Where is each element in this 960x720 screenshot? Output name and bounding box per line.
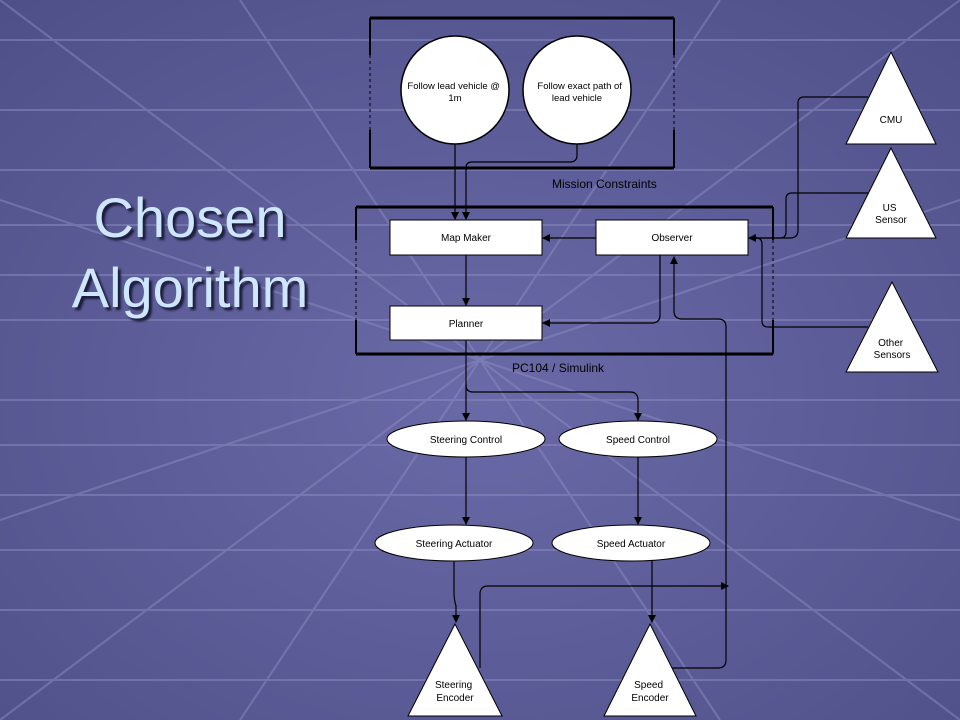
svg-text:CMU: CMU (880, 115, 903, 126)
steering-control-node: Steering Control (386, 420, 546, 458)
speed-control-node: Speed Control (558, 420, 718, 458)
connector-follow-path-to-map-maker (462, 144, 578, 220)
svg-text:Follow exact path of lea: Follow exact path of lead vehicle (537, 81, 624, 104)
connector-other-sensors-to-observer (749, 237, 868, 328)
us-sensor-node: US Sensor (845, 146, 937, 239)
svg-text:Follow lead vehicle @ 1m: Follow lead vehicle @ 1m (407, 81, 502, 104)
connector-steering-encoder-feedback (479, 582, 729, 668)
speed-encoder-node: Speed Encoder (603, 622, 697, 717)
steering-actuator-node: Steering Actuator (374, 524, 534, 562)
svg-text:Planner: Planner (449, 319, 484, 330)
connector-observer-to-planner (542, 255, 661, 327)
svg-text:Speed Control: Speed Control (606, 435, 670, 446)
pc104-simulink-group (355, 205, 774, 356)
slide-title-line-1: Chosen (93, 186, 287, 249)
svg-text:Steering Control: Steering Control (430, 435, 502, 446)
svg-text:Observer: Observer (651, 233, 693, 244)
connector-us-sensor-to-observer (749, 192, 868, 239)
connector-cmu-to-observer (748, 96, 868, 242)
cmu-sensor-node: CMU (845, 50, 937, 145)
other-sensors-node: Other Sensors (845, 280, 939, 373)
map-maker-node: Map Maker (389, 219, 543, 256)
svg-text:Speed Actuator: Speed Actuator (597, 539, 666, 550)
svg-text:Steering Actuator: Steering Actuator (416, 539, 493, 550)
svg-text:US Sensor: US Sensor (875, 203, 907, 226)
speed-actuator-node: Speed Actuator (551, 524, 711, 562)
svg-text:Steering Encoder: Steering Encoder (435, 680, 475, 704)
mission-constraints-group (369, 16, 675, 170)
follow-exact-path-node: Follow exact path of lead vehicle (522, 35, 632, 145)
observer-node: Observer (595, 219, 749, 256)
mission-constraints-label: Mission Constraints (552, 177, 657, 191)
svg-text:Speed Encoder: Speed Encoder (631, 680, 669, 704)
steering-encoder-node: Steering Encoder (407, 622, 503, 717)
connectors (451, 96, 868, 669)
pc104-simulink-label: PC104 / Simulink (512, 361, 605, 375)
svg-text:Map Maker: Map Maker (441, 233, 492, 244)
slide-title-line-2: Algorithm (71, 256, 309, 319)
svg-text:Other Sensors: Other Sensors (874, 338, 911, 361)
follow-lead-vehicle-node: Follow lead vehicle @ 1m (400, 35, 510, 145)
connector-steering-actuator-to-encoder (452, 561, 460, 623)
connector-speed-encoder-feedback (670, 256, 727, 669)
connector-planner-to-speed-control (465, 384, 642, 421)
planner-node: Planner (389, 305, 543, 341)
